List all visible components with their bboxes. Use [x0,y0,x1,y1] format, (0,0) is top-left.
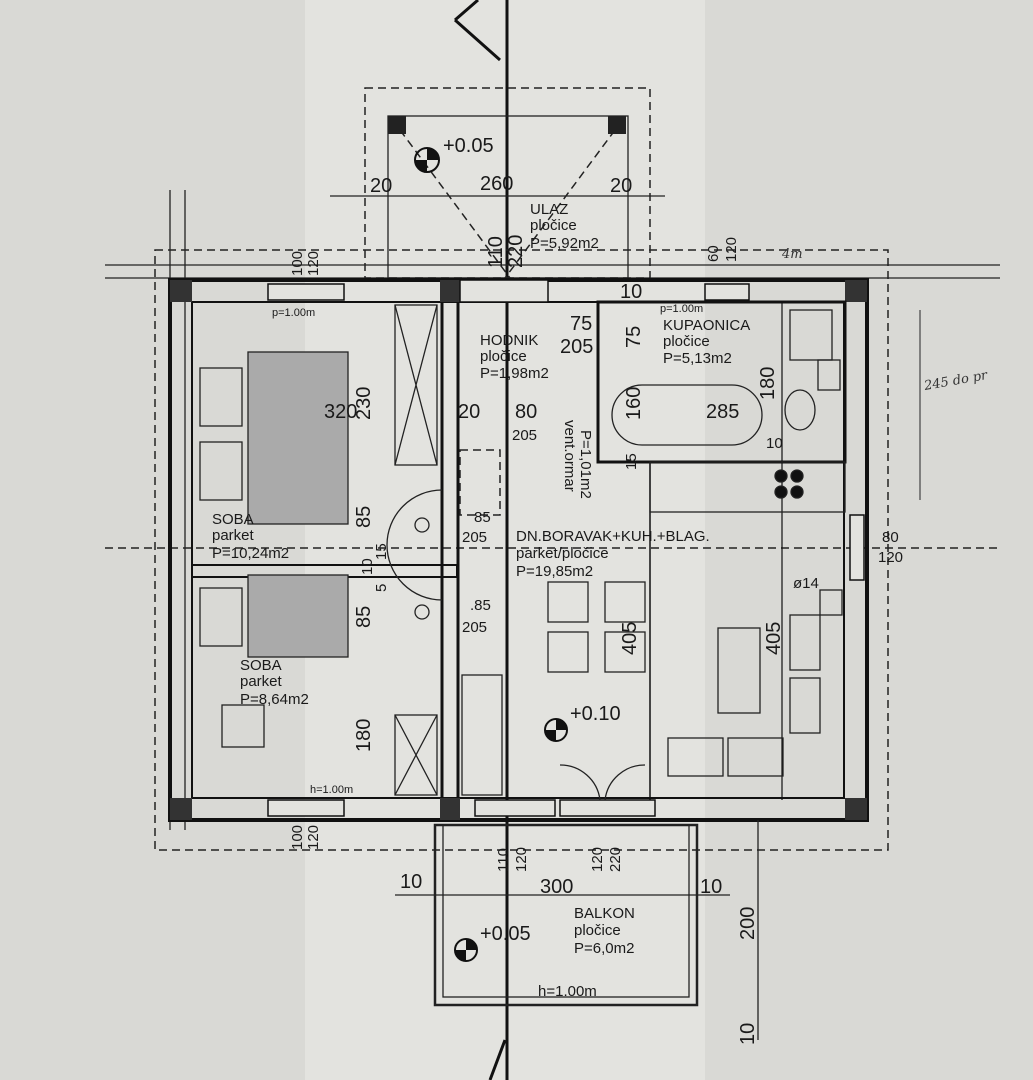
svg-text:15: 15 [623,453,640,470]
svg-text:BALKON: BALKON [574,905,635,922]
parapet-label: p=1.00m [272,307,315,319]
room-label-balkon: BALKON pločice P=6,0m2 [574,905,635,957]
windows [267,279,865,817]
room-label-vent-ormar: vent.ormar P=1,01m2 [561,420,594,499]
svg-text:120: 120 [305,825,322,850]
svg-text:60: 60 [705,245,722,262]
svg-text:P=10,24m2: P=10,24m2 [212,545,289,562]
svg-text:320: 320 [324,401,357,423]
svg-text:110: 110 [495,848,512,872]
svg-text:100: 100 [289,251,306,276]
svg-text:P=19,85m2: P=19,85m2 [516,563,593,580]
svg-text:300: 300 [540,876,573,898]
svg-text:180: 180 [353,719,375,752]
parapet-label: p=1.00m [660,303,703,315]
svg-text:120: 120 [723,237,740,262]
svg-text:SOBA: SOBA [212,511,254,528]
svg-text:100: 100 [289,825,306,850]
balcony [395,820,759,1040]
svg-text:75: 75 [623,326,645,348]
room-label-ulaz: ULAZ pločice P=5,92m2 [530,201,599,252]
svg-text:85: 85 [353,606,375,628]
dimensions: 20 260 20 110 220 100 120 60 120 320 230… [289,173,903,1045]
svg-text:200: 200 [737,907,759,940]
svg-text:205: 205 [560,336,593,358]
svg-text:180: 180 [757,367,779,400]
svg-text:230: 230 [353,387,375,420]
svg-text:205: 205 [462,529,487,546]
svg-text:P=5,13m2: P=5,13m2 [663,350,732,367]
parapet-label: h=1.00m [310,784,353,796]
svg-text:260: 260 [480,173,513,195]
svg-text:405: 405 [763,622,785,655]
svg-text:10: 10 [737,1023,759,1045]
svg-text:120: 120 [305,251,322,276]
svg-text:120: 120 [513,847,530,872]
level-marker [454,718,568,962]
room-label-kupaonica: KUPAONICA pločice P=5,13m2 [663,317,750,367]
svg-text:P=6,0m2: P=6,0m2 [574,940,634,957]
room-label-boravak: DN.BORAVAK+KUH.+BLAG. parket/pločice P=1… [516,528,710,580]
svg-text:10: 10 [400,871,422,893]
svg-text:120: 120 [878,549,903,566]
svg-text:KUPAONICA: KUPAONICA [663,317,750,334]
svg-text:285: 285 [706,401,739,423]
room-label-soba-2: SOBA parket P=8,64m2 [240,657,309,708]
svg-text:15: 15 [373,543,390,560]
svg-text:80: 80 [882,529,899,546]
svg-text:10: 10 [359,558,376,575]
svg-text:HODNIK: HODNIK [480,332,538,349]
svg-text:pločice: pločice [530,217,577,234]
svg-text:DN.BORAVAK+KUH.+BLAG.: DN.BORAVAK+KUH.+BLAG. [516,528,710,545]
svg-text:ø14: ø14 [793,575,819,592]
svg-text:10: 10 [620,281,642,303]
svg-text:10: 10 [700,876,722,898]
room-label-hodnik: HODNIK pločice P=1,98m2 [480,332,549,382]
level-ulaz: +0.05 [443,135,494,157]
svg-text:parket: parket [212,527,255,544]
section-marker-bottom [488,1039,507,1080]
svg-text:P=8,64m2: P=8,64m2 [240,691,309,708]
svg-text:ULAZ: ULAZ [530,201,568,218]
svg-text:P=5,92m2: P=5,92m2 [530,235,599,252]
svg-text:parket/pločice: parket/pločice [516,545,609,562]
furniture [199,304,846,801]
svg-text:85: 85 [474,509,491,526]
section-marker-top [454,0,501,62]
svg-text:205: 205 [512,427,537,444]
svg-text:SOBA: SOBA [240,657,282,674]
parapet-label: h=1.00m [538,983,597,1000]
svg-text:pločice: pločice [574,922,621,939]
svg-text:160: 160 [623,387,645,420]
svg-text:20: 20 [610,175,632,197]
svg-text:pločice: pločice [480,348,527,365]
svg-text:P=1,01m2: P=1,01m2 [577,430,594,499]
entrance-ulaz [330,87,665,279]
room-label-soba-1: SOBA parket P=10,24m2 [212,511,289,562]
svg-text:110: 110 [485,236,507,268]
svg-text:10: 10 [766,435,783,452]
svg-text:5: 5 [373,584,390,592]
svg-text:parket: parket [240,673,283,690]
svg-text:pločice: pločice [663,333,710,350]
svg-text:405: 405 [619,622,641,655]
svg-text:220: 220 [607,847,624,872]
level-balkon: +0.05 [480,923,531,945]
svg-text:.85: .85 [470,597,491,614]
svg-text:20: 20 [458,401,480,423]
handwritten-note: 4m [781,247,803,262]
svg-text:120: 120 [589,847,606,872]
svg-text:85: 85 [353,506,375,528]
roof-outline [154,249,889,851]
level-boravak: +0.10 [570,703,621,725]
svg-text:P=1,98m2: P=1,98m2 [480,365,549,382]
svg-text:220: 220 [505,235,527,268]
svg-text:20: 20 [370,175,392,197]
paper-fold-panel [305,0,705,1080]
svg-text:75: 75 [570,313,592,335]
svg-text:80: 80 [515,401,537,423]
svg-text:vent.ormar: vent.ormar [561,420,578,492]
svg-text:205: 205 [462,619,487,636]
